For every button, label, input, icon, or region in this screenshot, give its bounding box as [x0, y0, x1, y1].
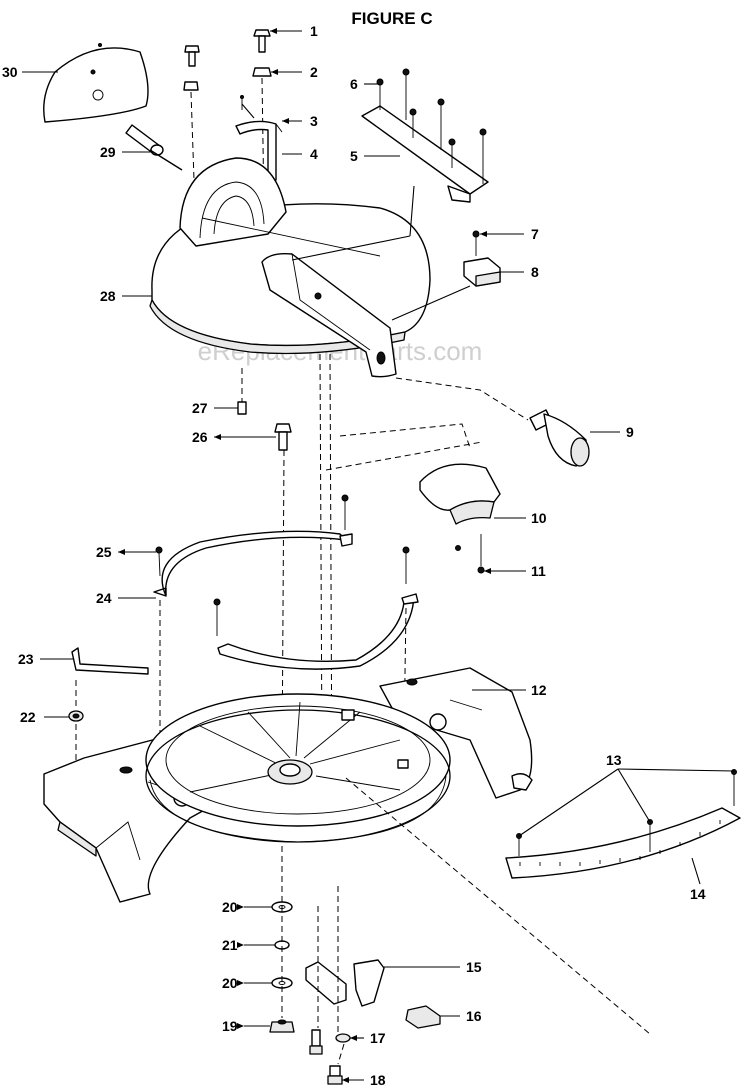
part-screws-ring	[213, 494, 410, 636]
leader-lines	[22, 30, 735, 1081]
callout-22: 22	[20, 709, 36, 725]
callout-8: 8	[531, 264, 539, 280]
callout-13: 13	[606, 752, 622, 768]
callout-19: 19	[222, 1018, 238, 1034]
part-5-fence-bar	[361, 68, 489, 203]
callout-14: 14	[690, 886, 706, 902]
callout-24: 24	[96, 590, 112, 606]
callout-27: 27	[192, 400, 208, 416]
leader-arrowheads	[118, 28, 491, 1083]
callout-23: 23	[18, 651, 34, 667]
callout-16: 16	[466, 1008, 482, 1024]
callout-2: 2	[310, 64, 318, 80]
part-14-miter-scale	[505, 807, 741, 879]
callout-28: 28	[100, 288, 116, 304]
part-23-hex-key	[71, 647, 149, 675]
callout-5: 5	[350, 148, 358, 164]
part-1-bolt	[253, 29, 271, 53]
part-8-clamp	[463, 257, 501, 287]
callout-3: 3	[310, 113, 318, 129]
callout-30: 30	[2, 64, 18, 80]
callout-12: 12	[531, 682, 547, 698]
callout-26: 26	[192, 429, 208, 445]
callout-4: 4	[310, 146, 318, 162]
part-17-washer	[335, 1033, 351, 1043]
part-bolt-left	[183, 45, 200, 91]
part-28-table-top	[149, 157, 431, 378]
part-24-ring	[153, 530, 419, 670]
part-27-pin	[237, 401, 247, 415]
part-10-fence-piece	[419, 463, 501, 551]
callout-10: 10	[531, 510, 547, 526]
part-16-pad	[405, 1005, 441, 1029]
callout-7: 7	[531, 226, 539, 242]
part-22-nut	[68, 710, 84, 722]
callout-18: 18	[370, 1072, 386, 1088]
part-12-base	[43, 667, 533, 903]
part-30-guard-plate	[43, 43, 149, 123]
part-7-screw	[472, 230, 480, 256]
callout-20-upper: 20	[222, 899, 238, 915]
callout-15: 15	[466, 959, 482, 975]
callout-9: 9	[626, 424, 634, 440]
part-29-pin	[125, 124, 183, 171]
callout-numbers: 1 2 3 4 5 6 7 8 9 10 11 12 13 14 15 16 1…	[2, 23, 706, 1088]
part-3-screw	[240, 95, 244, 110]
callout-21: 21	[222, 937, 238, 953]
part-18-bolt	[327, 1065, 343, 1085]
part-26-pivot-bolt	[274, 423, 292, 451]
callout-29: 29	[100, 144, 116, 160]
part-19-nut	[269, 1019, 295, 1033]
callout-1: 1	[310, 23, 318, 39]
callout-25: 25	[96, 544, 112, 560]
part-9-knob	[529, 409, 590, 467]
part-bolt-mid	[309, 1029, 323, 1055]
callout-6: 6	[350, 76, 358, 92]
figure-title: FIGURE C	[351, 9, 432, 28]
part-25-screw	[155, 546, 163, 577]
callout-11: 11	[531, 563, 546, 579]
part-2-nut	[252, 67, 272, 77]
part-11-screw	[477, 534, 485, 574]
callout-20-lower: 20	[222, 975, 238, 991]
callout-17: 17	[370, 1030, 386, 1046]
